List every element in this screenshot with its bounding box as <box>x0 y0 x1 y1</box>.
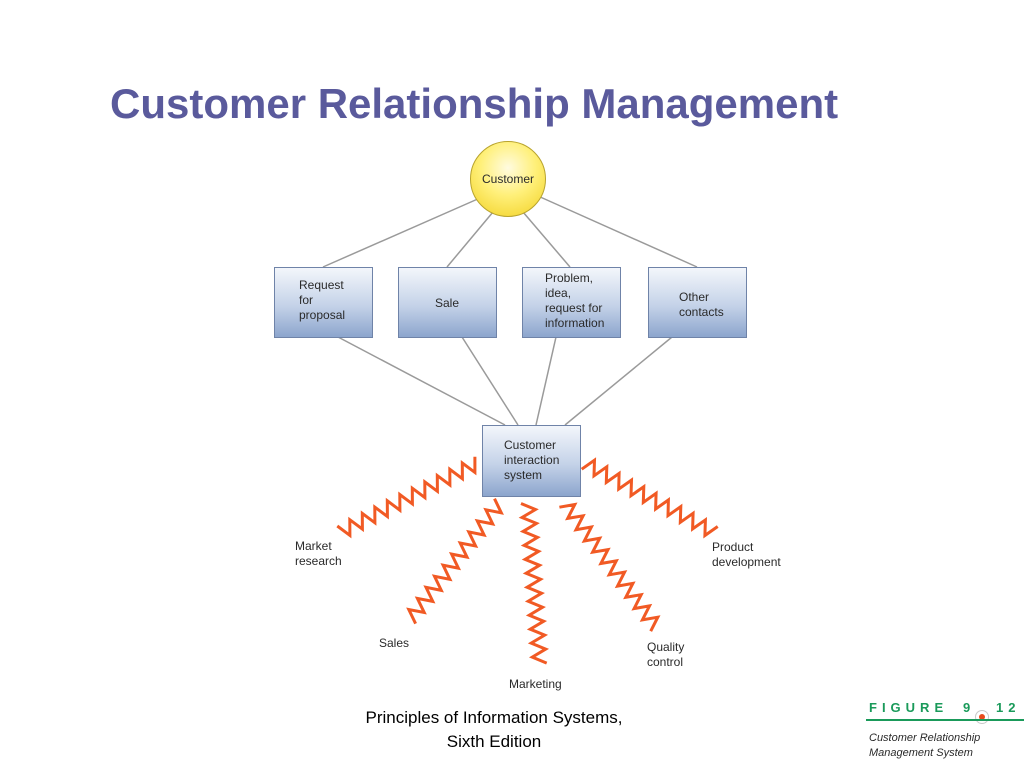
box-label-line: system <box>504 468 543 482</box>
footer-line: Principles of Information Systems, <box>365 708 623 727</box>
lightning-bolt <box>580 457 719 539</box>
box-label-line: contacts <box>679 305 724 319</box>
figure-caption-line: Customer Relationship <box>869 732 981 744</box>
lightning-bolts <box>336 456 719 665</box>
figure-chapter: 9 <box>963 700 971 715</box>
figure-label: FIGURE <box>869 700 949 715</box>
output-label-line: Quality <box>647 640 685 654</box>
figure-caption-line: Management System <box>869 747 973 759</box>
box-label-line: Customer <box>504 438 557 452</box>
box-label-line: Request <box>299 278 344 292</box>
lightning-bolt <box>559 502 661 632</box>
output-label-line: Marketing <box>509 677 562 691</box>
box-customer-interaction-system: Customer interaction system <box>482 425 581 497</box>
box-request-for-proposal: Request for proposal <box>274 267 373 338</box>
output-label-line: research <box>295 554 342 568</box>
box-label-line: idea, <box>545 286 572 300</box>
box-label-line: Problem, <box>545 271 594 285</box>
box-label-line: Sale <box>435 296 460 310</box>
output-quality-control: Quality control <box>647 640 684 670</box>
connector-line <box>337 336 506 426</box>
figure-caption: Customer Relationship Management System <box>869 731 980 761</box>
output-sales: Sales <box>379 636 409 651</box>
box-label-line: for <box>299 293 314 307</box>
output-label-line: Sales <box>379 636 410 650</box>
connector-line <box>535 336 557 426</box>
output-marketing: Marketing <box>509 677 562 692</box>
slide-footer: Principles of Information Systems, Sixth… <box>330 706 658 754</box>
figure-dot-icon <box>975 710 989 724</box>
connector-line <box>446 211 494 268</box>
box-label-line: interaction <box>504 453 560 467</box>
connector-line <box>537 195 698 268</box>
figure-number: 12 <box>996 700 1021 715</box>
customer-node: Customer <box>470 141 546 217</box>
connector-line <box>522 211 571 268</box>
lightning-bolt <box>336 456 477 539</box>
connector-line <box>461 336 519 426</box>
box-sale: Sale <box>398 267 497 338</box>
box-label-line: Other <box>679 290 710 304</box>
connector-line <box>322 197 481 268</box>
slide-title: Customer Relationship Management <box>110 80 839 127</box>
output-market-research: Market research <box>295 539 342 569</box>
lightning-bolt <box>406 498 504 625</box>
output-product-development: Product development <box>712 540 781 570</box>
box-problem-idea-request: Problem, idea, request for information <box>522 267 621 338</box>
output-label-line: development <box>712 555 781 569</box>
footer-line: Sixth Edition <box>446 732 542 751</box>
box-label-line: request for <box>545 301 603 315</box>
box-label-line: information <box>545 316 605 330</box>
output-label-line: Market <box>295 539 332 553</box>
box-label-line: proposal <box>299 308 346 322</box>
customer-label: Customer <box>481 171 534 186</box>
lightning-bolt <box>518 502 550 665</box>
output-label-line: Product <box>712 540 754 554</box>
connector-line <box>564 336 673 426</box>
box-other-contacts: Other contacts <box>648 267 747 338</box>
figure-rule <box>866 719 1024 721</box>
output-label-line: control <box>647 655 684 669</box>
